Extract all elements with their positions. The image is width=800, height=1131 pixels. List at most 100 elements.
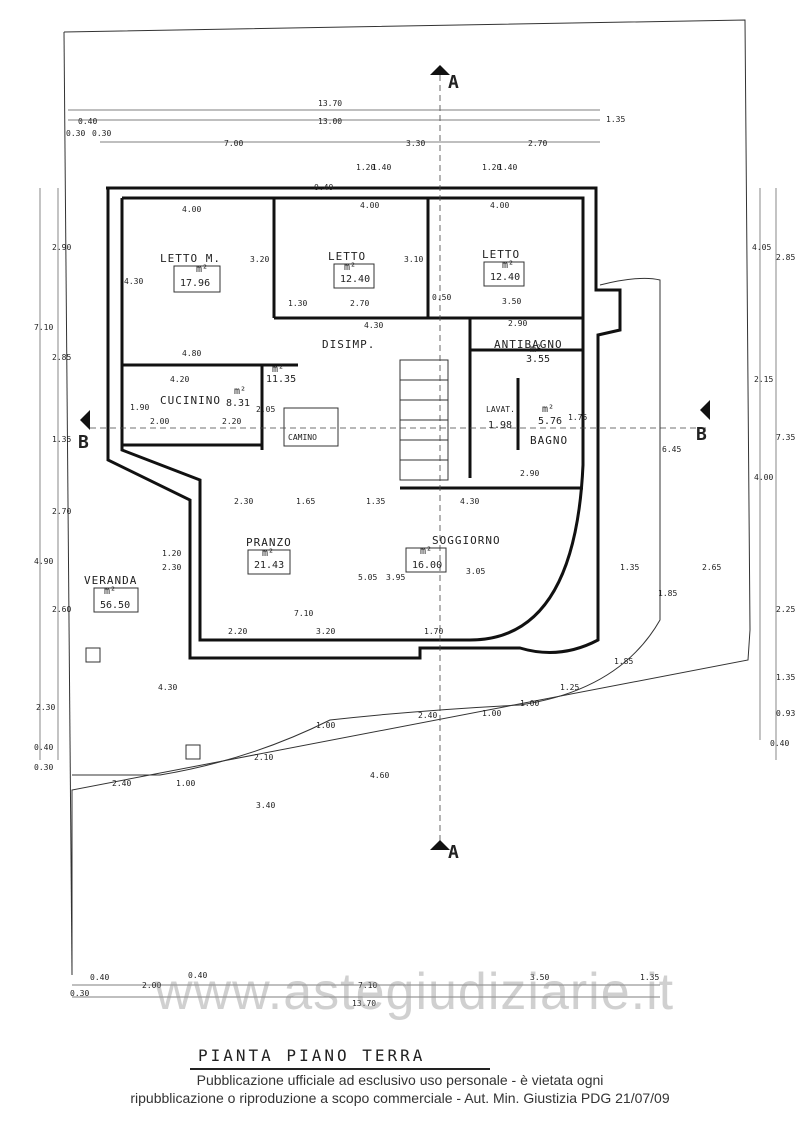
lot-boundary	[63, 19, 751, 975]
dim-left-6: 4.90	[34, 557, 53, 566]
room-unit-letto-1: m²	[344, 262, 356, 273]
dim-bottom-d: 0.40	[188, 971, 207, 980]
dim-pranzo-h: 5.05	[358, 573, 377, 582]
area-box-letto-2	[483, 261, 525, 287]
dim-cucinino-side: 2.05	[256, 405, 275, 414]
dim-right-13: 1.35	[620, 563, 639, 572]
room-area-pranzo: 21.43	[254, 560, 284, 571]
dim-top-left-a: 0.40	[78, 117, 97, 126]
room-area-veranda: 56.50	[100, 600, 130, 611]
room-area-lavat: 1.98	[488, 420, 512, 431]
dim-cucinino-b2: 2.20	[222, 417, 241, 426]
dim-top-seg-3: 2.70	[528, 139, 547, 148]
dim-letto-m-w: 4.00	[182, 205, 201, 214]
dim-veranda-2: 2.30	[162, 563, 181, 572]
room-name-letto-1: LETTO	[328, 250, 366, 263]
room-area-letto-1: 12.40	[340, 274, 370, 285]
dim-ground-6: 1.00	[482, 709, 501, 718]
dim-bagno-h: 1.75	[568, 413, 587, 422]
plan-title: PIANTA PIANO TERRA	[198, 1046, 426, 1065]
dim-right-2: 2.85	[776, 253, 795, 262]
dim-diag-2: 4.60	[370, 771, 389, 780]
publication-notice: Pubblicazione ufficiale ad esclusivo uso…	[100, 1071, 700, 1107]
section-arrow-a-bottom	[430, 840, 450, 850]
dim-pranzo-a: 2.30	[234, 497, 253, 506]
area-box-letto-m	[173, 265, 221, 293]
dim-cucinino-b1: 2.00	[150, 417, 169, 426]
room-unit-pranzo: m²	[262, 548, 274, 559]
section-arrow-a-top	[430, 65, 450, 75]
dim-disimp-b: 2.70	[350, 299, 369, 308]
dim-cucinino-w: 4.20	[170, 375, 189, 384]
room-area-antibagno: 3.55	[526, 354, 550, 365]
dim-letto-m-bottom: 4.80	[182, 349, 201, 358]
room-unit-disimp: m²	[272, 364, 284, 375]
lot-boundary-left	[63, 31, 73, 976]
dim-left-3: 2.85	[52, 353, 71, 362]
dim-letto-1-w: 4.00	[360, 201, 379, 210]
dim-left-9: 0.40	[34, 743, 53, 752]
publication-notice-line-1: Pubblicazione ufficiale ad esclusivo uso…	[196, 1072, 604, 1088]
room-name-veranda: VERANDA	[84, 574, 137, 587]
dim-sogg-h: 3.95	[386, 573, 405, 582]
dim-ground-1: 2.40	[112, 779, 131, 788]
room-unit-antibagno: m²	[530, 344, 542, 355]
dim-top-seg-2: 3.30	[406, 139, 425, 148]
dim-bottom-overall: 13.70	[352, 999, 376, 1008]
dim-cucinino-h: 1.90	[130, 403, 149, 412]
dim-top-win-3: 1.20	[482, 163, 501, 172]
section-marker-a-top: A	[448, 72, 459, 93]
dim-pranzo-b1: 2.20	[228, 627, 247, 636]
section-marker-b-right: B	[696, 424, 707, 445]
dim-pranzo-b: 1.65	[296, 497, 315, 506]
dim-letto-m-side: 4.30	[124, 277, 143, 286]
dim-top-left-b: 0.30	[66, 129, 85, 138]
area-box-veranda	[93, 587, 139, 613]
dim-letto-1-h: 3.10	[404, 255, 423, 264]
dim-letto-2-w: 4.00	[490, 201, 509, 210]
dim-right-7: 2.25	[776, 605, 795, 614]
section-marker-b-left: B	[78, 432, 89, 453]
dim-disimp-d: 3.50	[502, 297, 521, 306]
dim-right-3: 2.15	[754, 375, 773, 384]
dim-veranda-3: 4.30	[158, 683, 177, 692]
dim-bottom-g: 1.35	[640, 973, 659, 982]
pillar-marker	[85, 647, 101, 663]
dim-top-second: 13.00	[318, 117, 342, 126]
dim-ground-9: 1.85	[614, 657, 633, 666]
room-unit-bagno: m²	[542, 404, 554, 415]
dim-ground-4: 1.00	[316, 721, 335, 730]
dim-right-9: 0.93	[776, 709, 795, 718]
room-name-disimp: DISIMP.	[322, 338, 375, 351]
room-unit-veranda: m²	[104, 586, 116, 597]
dim-ground-7: 1.00	[520, 699, 539, 708]
dim-diag-1: 3.40	[256, 801, 275, 810]
dim-bottom-b: 0.40	[90, 973, 109, 982]
room-area-bagno: 5.76	[538, 416, 562, 427]
room-unit-cucinino: m²	[234, 386, 246, 397]
dim-right-1: 4.05	[752, 243, 771, 252]
dim-left-1: 2.90	[52, 243, 71, 252]
dim-left-2: 7.10	[34, 323, 53, 332]
room-name-pranzo: PRANZO	[246, 536, 292, 549]
area-box-soggiorno	[405, 547, 447, 573]
dim-letto-m-h: 3.20	[250, 255, 269, 264]
dim-right-12: 2.65	[702, 563, 721, 572]
dim-bottom-e: 7.10	[358, 981, 377, 990]
room-name-cucinino: CUCININO	[160, 394, 221, 407]
dim-left-8: 2.30	[36, 703, 55, 712]
camino-outline	[283, 407, 339, 447]
room-unit-letto-2: m²	[502, 260, 514, 271]
publication-notice-line-2: ripubblicazione o riproduzione a scopo c…	[130, 1090, 670, 1106]
dim-bottom-a: 0.30	[70, 989, 89, 998]
area-box-pranzo	[247, 549, 291, 575]
house-outer-wall	[106, 186, 622, 660]
dim-disimp-top: 4.30	[364, 321, 383, 330]
dim-right-10: 0.40	[770, 739, 789, 748]
dim-left-4: 1.35	[52, 435, 71, 444]
dim-ground-8: 1.25	[560, 683, 579, 692]
dim-right-5: 6.45	[662, 445, 681, 454]
room-area-cucinino: 8.31	[226, 398, 250, 409]
